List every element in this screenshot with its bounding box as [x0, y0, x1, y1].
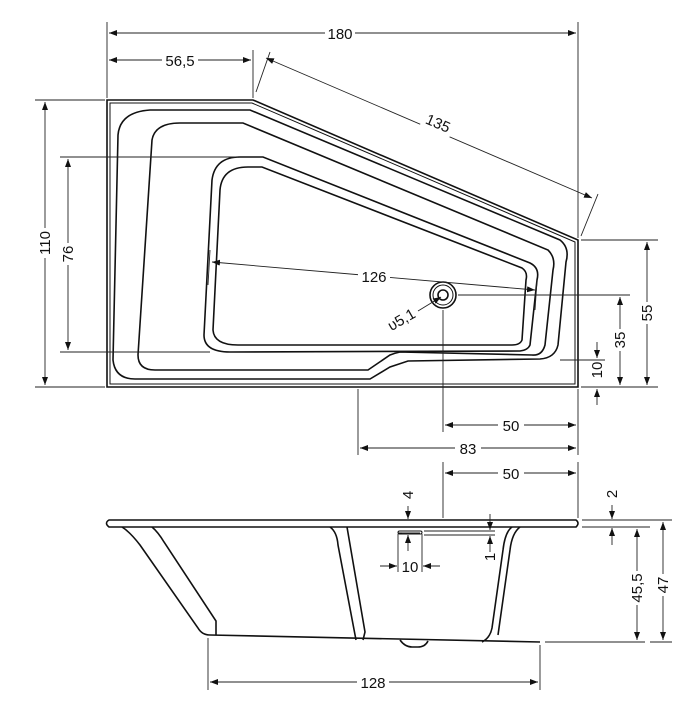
dim-inner-length: 126: [361, 269, 386, 286]
dim-right-side: 55: [639, 305, 656, 322]
dim-overflow-width: 10: [402, 559, 419, 576]
dim-step-height: 10: [589, 362, 606, 379]
dim-inner-depth: 45,5: [629, 573, 646, 602]
dim-overall-width: 110: [37, 231, 54, 255]
basin-floor: [203, 156, 539, 353]
dim-bottom-length: 128: [360, 675, 385, 692]
dim-overflow-from-right: 50: [503, 466, 520, 483]
dim-short-side: 56,5: [165, 53, 194, 70]
dim-drain-from-right: 50: [503, 418, 520, 435]
dim-inner-width: 76: [60, 246, 77, 263]
dim-drain-from-front: 35: [612, 332, 629, 349]
overflow-slot: [397, 530, 423, 535]
dim-front-cut: 83: [460, 441, 477, 458]
dim-drain-diameter: υ5,1: [385, 305, 419, 334]
dim-overflow-height: 1: [482, 553, 499, 561]
dim-overall-length: 180: [327, 26, 352, 43]
side-view: 50 4 1 10 2 45,5: [105, 462, 672, 692]
dim-total-height: 47: [655, 577, 672, 594]
tub-inner-edge: [112, 109, 568, 380]
dim-overflow-from-top: 4: [400, 491, 417, 499]
drain-outlet: [399, 639, 429, 648]
dim-rim-thickness: 2: [604, 490, 621, 498]
outer-rim: [106, 99, 579, 388]
drain: [429, 281, 457, 309]
side-rim: [105, 519, 579, 528]
top-view: 180 56,5 135 110 76: [35, 22, 658, 458]
